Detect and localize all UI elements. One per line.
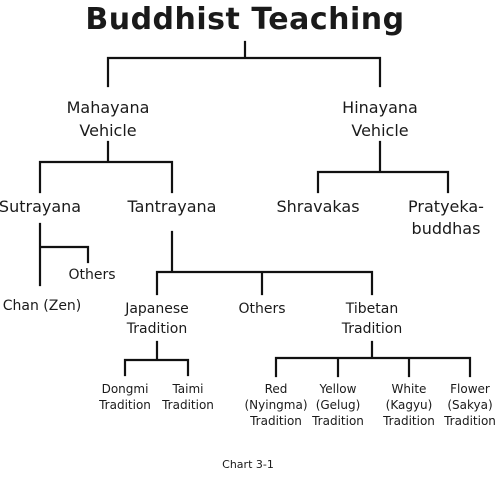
node-tantrayana: Tantrayana [127, 197, 217, 216]
edge-tantrayana [155, 230, 374, 296]
edge-hinayana [316, 140, 450, 194]
node-flower-sakya-tradition: Flower(Sakya)Tradition [444, 382, 496, 428]
chart-caption: Chart 3-1 [222, 458, 274, 471]
edge-tibetan [274, 340, 472, 378]
node-others-tantrayana: Others [238, 301, 286, 317]
node-yellow-gelug-tradition: Yellow(Gelug)Tradition [312, 382, 364, 428]
node-chan-zen: Chan (Zen) [2, 298, 82, 314]
node-others-sutrayana: Others [68, 267, 116, 283]
node-sutrayana: Sutrayana [0, 197, 82, 216]
edge-root [106, 40, 382, 88]
edge-japanese [123, 340, 190, 377]
node-white-kagyu-tradition: White(Kagyu)Tradition [383, 382, 435, 428]
node-pratyeka-buddhas: Pratyeka-buddhas [408, 197, 484, 238]
diagram-title: Buddhist Teaching [85, 2, 405, 37]
node-shravakas: Shravakas [276, 197, 360, 216]
node-red-nyingma-tradition: Red(Nyingma)Tradition [244, 382, 308, 428]
edge-mahayana [38, 140, 174, 194]
edge-sutrayana [38, 222, 90, 287]
